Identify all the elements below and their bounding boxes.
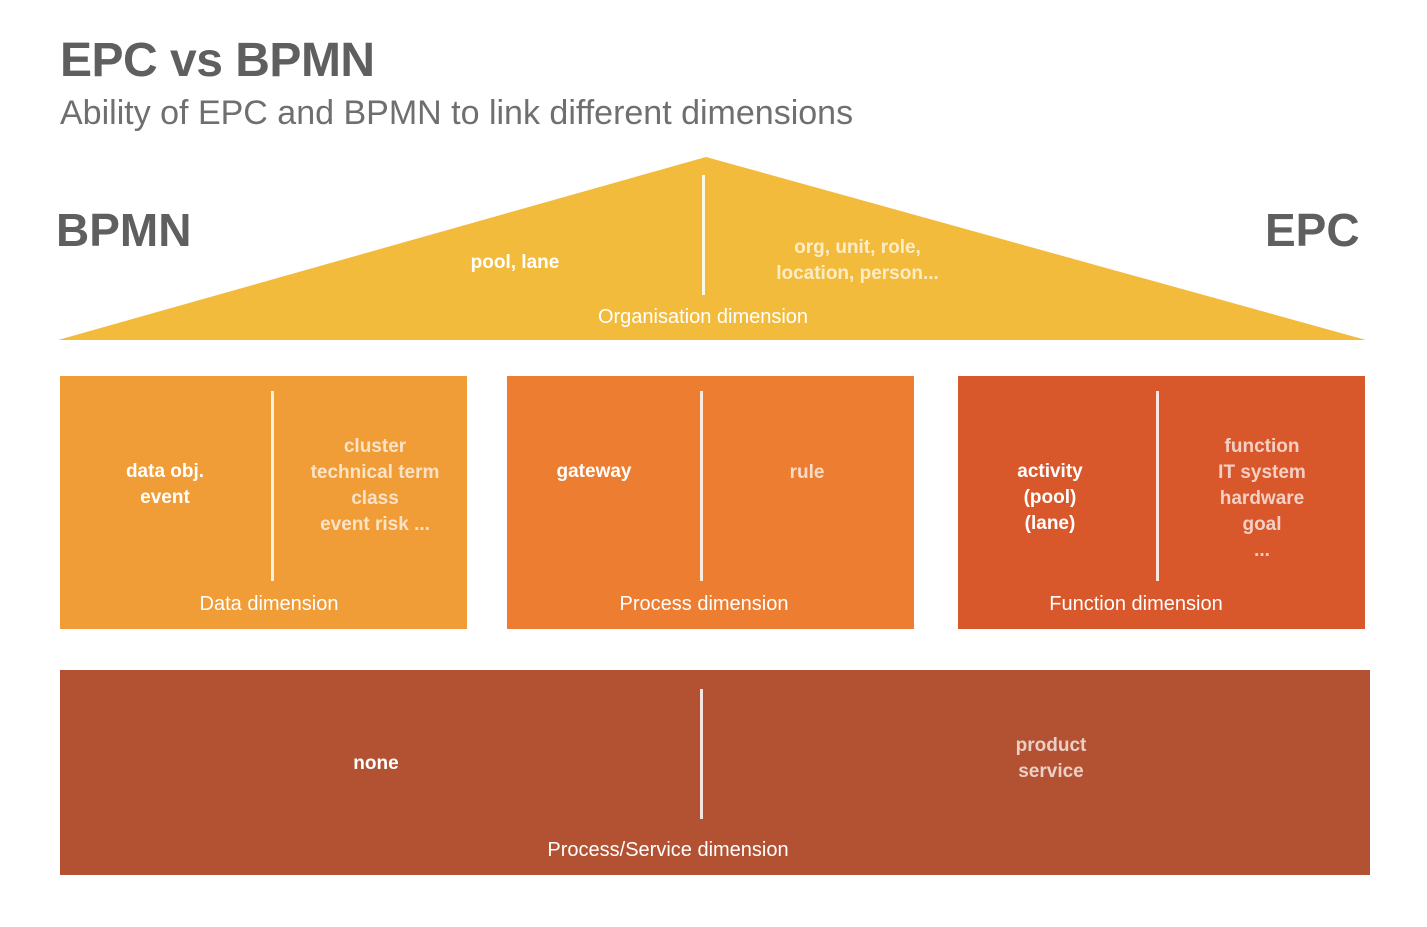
service-bpmn-text: none <box>353 753 399 774</box>
organisation-divider <box>702 175 705 295</box>
page-title: EPC vs BPMN <box>60 34 375 87</box>
organisation-dimension-label: Organisation dimension <box>597 306 809 328</box>
process-epc-text: rule <box>789 462 825 483</box>
bpmn-side-label: BPMN <box>56 204 192 256</box>
process-divider <box>700 391 703 581</box>
function-dimension-label: Function dimension <box>1049 593 1223 615</box>
data-divider <box>271 391 274 581</box>
page-subtitle: Ability of EPC and BPMN to link differen… <box>60 94 854 132</box>
data-dimension-box: data obj. event cluster technical term c… <box>60 376 467 629</box>
function-bpmn-text: activity (pool) (lane) <box>1017 461 1083 534</box>
function-divider <box>1156 391 1159 581</box>
epc-side-label: EPC <box>1265 204 1360 256</box>
data-dimension-label: Data dimension <box>199 593 339 615</box>
data-bpmn-text: data obj. event <box>125 461 205 508</box>
service-dimension-box: none product service Process/Service dim… <box>60 670 1370 875</box>
data-epc-text: cluster technical term class event risk … <box>310 436 440 535</box>
organisation-epc-text: org, unit, role, location, person... <box>776 237 939 284</box>
function-dimension-box: activity (pool) (lane) function IT syste… <box>958 376 1365 629</box>
process-bpmn-text: gateway <box>556 461 632 482</box>
organisation-bpmn-text: pool, lane <box>470 252 560 273</box>
process-dimension-box: gateway rule Process dimension <box>507 376 914 629</box>
service-dimension-label: Process/Service dimension <box>547 839 789 861</box>
process-dimension-label: Process dimension <box>619 593 789 615</box>
function-epc-text: function IT system hardware goal ... <box>1218 436 1306 561</box>
service-divider <box>700 689 703 819</box>
service-epc-text: product service <box>1015 735 1087 782</box>
